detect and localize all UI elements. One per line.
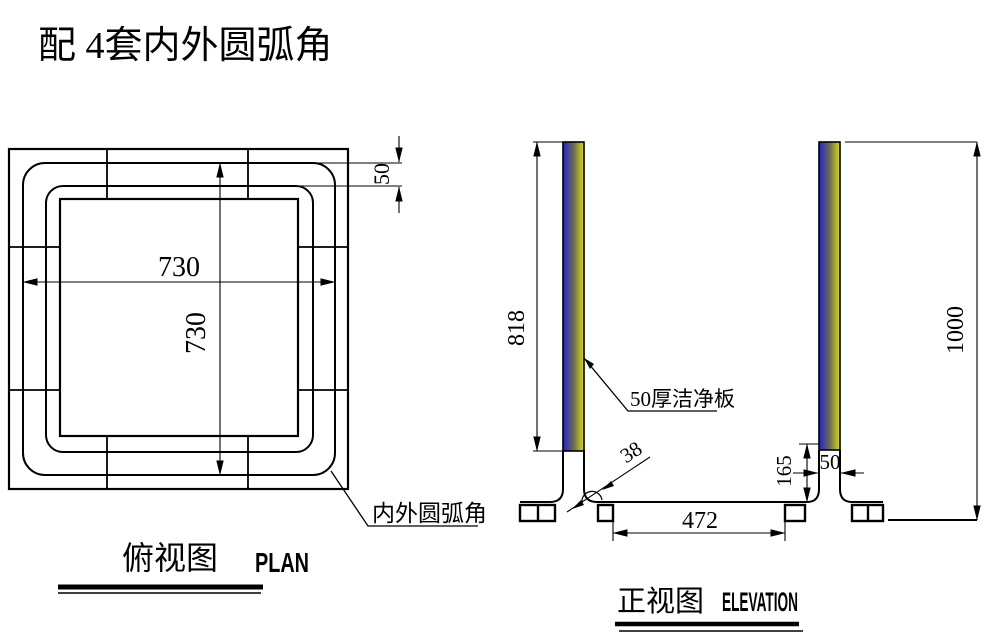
dim-165: 165 — [772, 443, 819, 503]
dim-818-text: 818 — [504, 310, 530, 346]
elevation-view: 818 1000 165 50 472 — [504, 141, 981, 632]
dim-38-arrowhead-1 — [572, 500, 584, 509]
plan-dim-width: 730 — [22, 252, 336, 286]
dim-472: 472 — [612, 508, 786, 541]
left-clean-panel — [562, 141, 585, 452]
dim-38-arc — [581, 490, 603, 504]
plan-title-block: 俯视图 PLAN — [58, 540, 309, 594]
dim-38-arrowhead-2 — [602, 481, 614, 490]
plan-dim-corner-gap: 50 — [296, 136, 403, 213]
plan-title-cn: 俯视图 — [122, 540, 218, 576]
panel-note-arrowhead — [584, 358, 594, 369]
dim-1000-text: 1000 — [943, 306, 969, 354]
plan-title-en: PLAN — [255, 547, 309, 578]
drawing-title: 配 4套内外圆弧角 — [38, 25, 333, 67]
base-anchor-squares — [518, 503, 885, 523]
panel-note-leader-line — [583, 357, 717, 412]
plan-corner-leader-line — [330, 470, 478, 527]
elevation-title-block: 正视图 ELEVATION — [615, 585, 803, 632]
elevation-title-cn: 正视图 — [617, 585, 704, 618]
panel-note-text: 50厚洁净板 — [630, 387, 735, 411]
panel-note: 50厚洁净板 — [583, 357, 735, 412]
dim-165-text: 165 — [772, 455, 796, 487]
plan-dim-gap-text: 50 — [369, 163, 394, 185]
plan-outer-arc-frame — [22, 162, 336, 476]
dim-50-panel: 50 — [793, 450, 864, 477]
plan-dim-height: 730 — [181, 162, 224, 476]
plan-dim-width-text: 730 — [158, 252, 200, 283]
right-clean-panel — [818, 141, 841, 451]
dim-472-text: 472 — [682, 508, 718, 534]
plan-dim-height-text: 730 — [181, 312, 212, 354]
right-inner-square — [783, 503, 807, 523]
elevation-title-en: ELEVATION — [722, 587, 798, 617]
right-column-right-foot — [839, 450, 883, 503]
plan-corner-joint-lines — [9, 149, 348, 489]
left-inner-square — [596, 503, 615, 523]
plan-corner-note: 内外圆弧角 — [330, 470, 487, 527]
plan-view — [7, 147, 350, 491]
dim-1000: 1000 — [845, 141, 981, 521]
plan-corner-note-text: 内外圆弧角 — [372, 501, 487, 526]
plan-inner-square — [58, 197, 300, 438]
dim-818: 818 — [504, 141, 563, 452]
plan-inner-arc-frame — [45, 185, 314, 453]
left-column-left-foot — [520, 450, 564, 503]
dim-50-panel-text: 50 — [820, 450, 841, 474]
